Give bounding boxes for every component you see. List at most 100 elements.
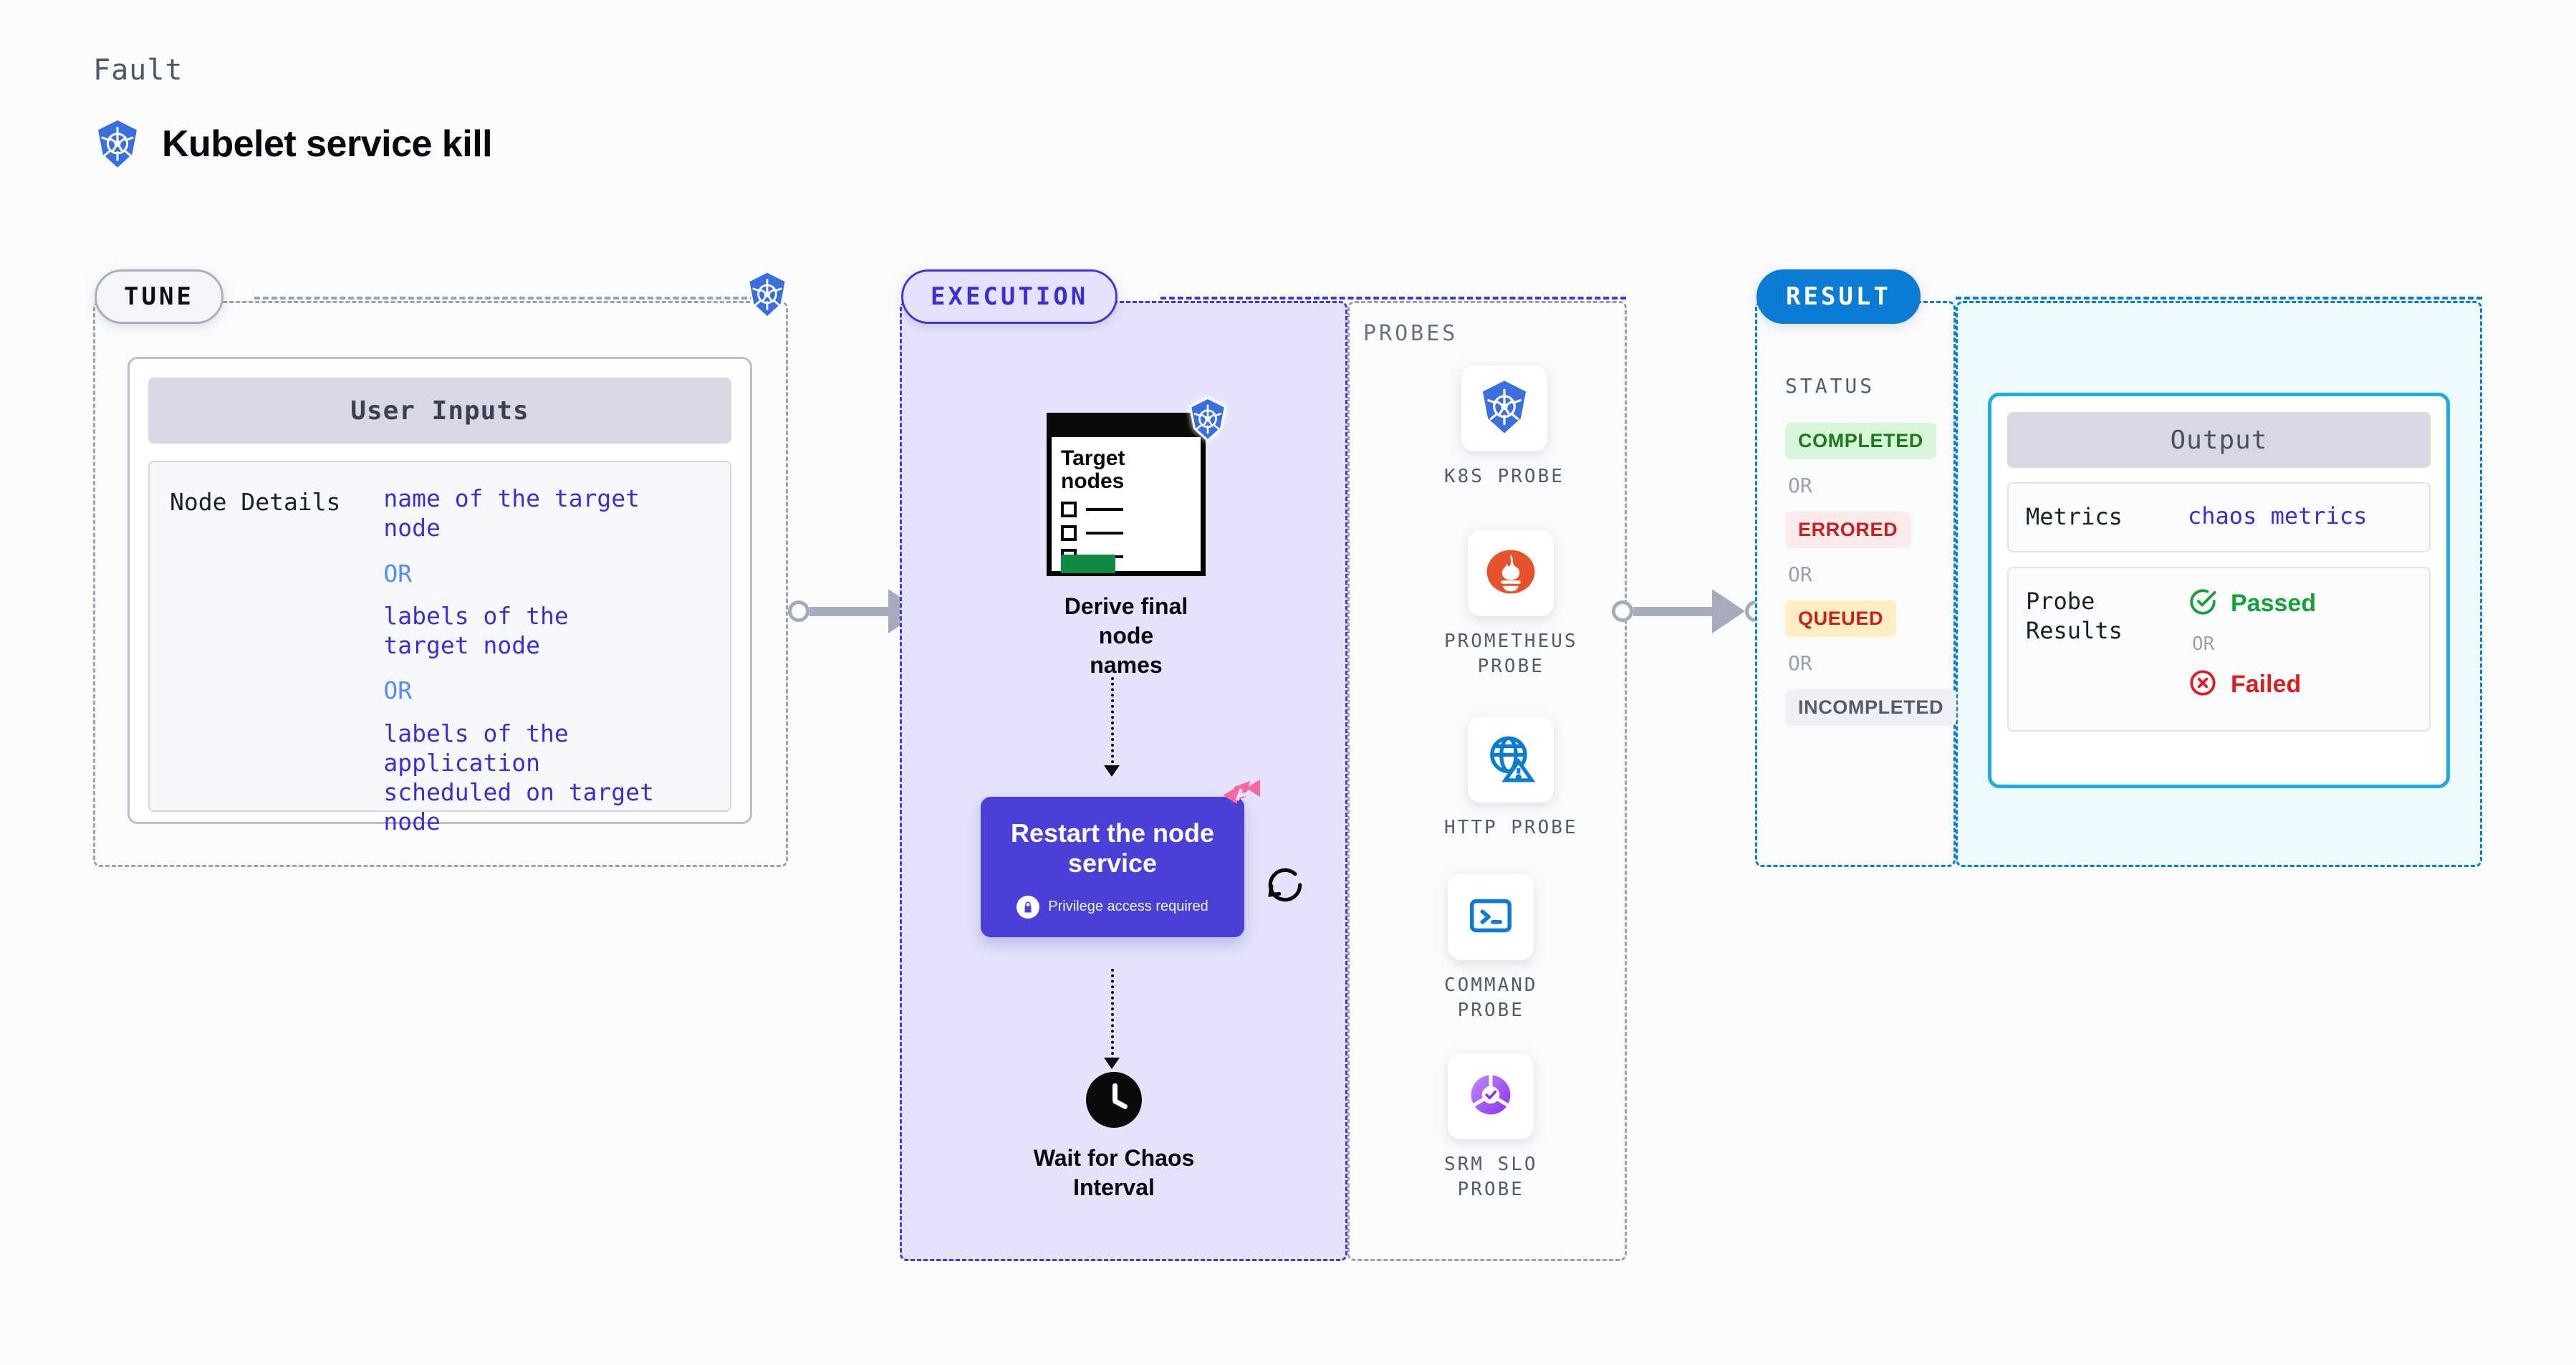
probe-label: SRM SLO PROBE [1444,1154,1538,1201]
terminal-icon [1466,891,1516,944]
flow-arrow-1 [1111,677,1114,769]
probe-label: K8S PROBE [1444,466,1565,487]
status-badge-queued: QUEUED [1785,600,1897,637]
probe-tile [1468,530,1554,616]
value-line: labels of the [383,601,569,630]
value-line: node [383,514,441,542]
tune-pill[interactable]: TUNE [95,269,224,324]
lock-icon [1017,895,1040,919]
prometheus-icon [1484,545,1538,603]
doc-topbar [1047,413,1206,437]
step-caption: Restart the node service [1010,818,1215,878]
or-separator: OR [383,676,413,705]
connector-arrowhead [1712,589,1745,633]
kubernetes-icon [1187,396,1229,445]
value-line: labels of the application [383,719,569,777]
flow-arrowhead-1 [1104,765,1120,777]
kubernetes-icon [93,118,142,170]
probe-result-failed: Failed [2188,668,2316,701]
node-details-value: name of the target node OR labels of the… [383,484,710,837]
result-pill-label: RESULT [1786,282,1891,311]
status-badge-completed: COMPLETED [1785,423,1936,459]
action-node[interactable]: Restart the node service Privilege acces… [981,780,1302,937]
probe-k8s[interactable]: K8S PROBE [1444,365,1565,489]
status-list: COMPLETED OR ERRORED OR QUEUED OR INCOMP… [1785,423,1957,726]
probe-prometheus[interactable]: PROMETHEUS PROBE [1444,530,1578,679]
tune-kubernetes-icon [745,271,789,318]
failed-label: Failed [2231,670,2302,698]
status-label: STATUS [1785,374,1875,398]
probe-label: PROMETHEUS PROBE [1444,631,1578,678]
or-separator: OR [2192,633,2215,655]
page-title: Kubelet service kill [162,123,493,165]
probe-results-values: Passed OR Failed [2188,587,2316,701]
probe-srm-slo[interactable]: SRM SLO PROBE [1444,1053,1538,1202]
check-circle-icon [2188,587,2218,621]
status-badge-errored: ERRORED [1785,512,1911,548]
page-title-row: Kubelet service kill [93,118,493,170]
or-separator: OR [1788,474,1812,497]
step-caption: Derive final node names [1064,593,1188,678]
metrics-value[interactable]: chaos metrics [2188,502,2368,530]
probe-results-key: Probe Results [2026,587,2123,645]
flow-arrow-2 [1111,969,1114,1060]
value-line: scheduled on target node [383,778,654,836]
execution-pill-label: EXECUTION [931,282,1089,311]
metrics-row: Metrics chaos metrics [2007,482,2431,552]
clock-icon [1086,1072,1142,1128]
probes-label: PROBES [1363,321,1458,346]
step-restart-node-service[interactable]: Restart the node service Privilege acces… [981,780,1302,937]
document-checklist-icon: Target nodes [1047,396,1226,576]
tune-pill-connector [254,297,756,300]
execution-pill-connector [1160,297,1626,300]
probe-http[interactable]: HTTP PROBE [1444,717,1578,840]
connector-start-dot [788,600,809,622]
user-inputs-card: User Inputs Node Details name of the tar… [128,357,752,835]
status-badge-incompleted: INCOMPLETED [1785,689,1957,726]
or-separator: OR [1788,651,1812,675]
value-line: name of the target [383,484,640,512]
probe-tile [1448,1053,1534,1139]
globe-warning-icon [1484,732,1537,788]
clock-hand-hour [1112,1083,1118,1102]
clock-hand-minute [1112,1098,1129,1110]
output-card-title: Output [2007,412,2431,468]
or-separator: OR [1788,562,1812,586]
litmus-chaos-icon [1221,778,1261,818]
privilege-notice: Privilege access required [1017,895,1208,919]
passed-label: Passed [2231,589,2317,617]
x-circle-icon [2188,668,2218,701]
probe-label: COMMAND PROBE [1444,974,1538,1022]
kubernetes-icon [1479,380,1530,438]
node-details-key: Node Details [170,488,341,516]
metrics-key: Metrics [2026,503,2123,530]
privilege-label: Privilege access required [1048,899,1208,914]
user-inputs-title: User Inputs [148,378,731,444]
connector-line [809,606,890,616]
fault-eyebrow: Fault [93,54,183,87]
connector-start-dot [1612,600,1633,622]
probe-results-row: Probe Results Passed OR [2007,566,2431,732]
probe-label: HTTP PROBE [1444,817,1578,838]
probe-tile [1448,874,1534,960]
result-pill[interactable]: RESULT [1756,269,1921,324]
probe-tile [1461,365,1547,451]
or-separator: OR [383,559,413,588]
probe-result-passed: Passed [2188,587,2316,621]
probe-command[interactable]: COMMAND PROBE [1444,874,1538,1023]
connector-execution-to-result [1612,589,1767,633]
srm-slo-icon [1465,1069,1517,1124]
step-derive-node-names[interactable]: Target nodes [1040,396,1226,680]
value-line: target node [383,631,540,659]
result-pill-connector [1956,297,2482,300]
tune-panel: User Inputs Node Details name of the tar… [93,301,788,867]
flow-arrowhead-2 [1104,1058,1120,1069]
doc-title: Target nodes [1061,446,1125,493]
connector-line [1633,606,1714,616]
probe-tile [1468,717,1554,803]
doc-progress-bar [1061,555,1115,573]
output-card: Output Metrics chaos metrics Probe Resul… [1988,393,2450,788]
step-wait-chaos-interval[interactable]: Wait for Chaos Interval [1028,1072,1200,1202]
execution-pill[interactable]: EXECUTION [901,269,1118,324]
